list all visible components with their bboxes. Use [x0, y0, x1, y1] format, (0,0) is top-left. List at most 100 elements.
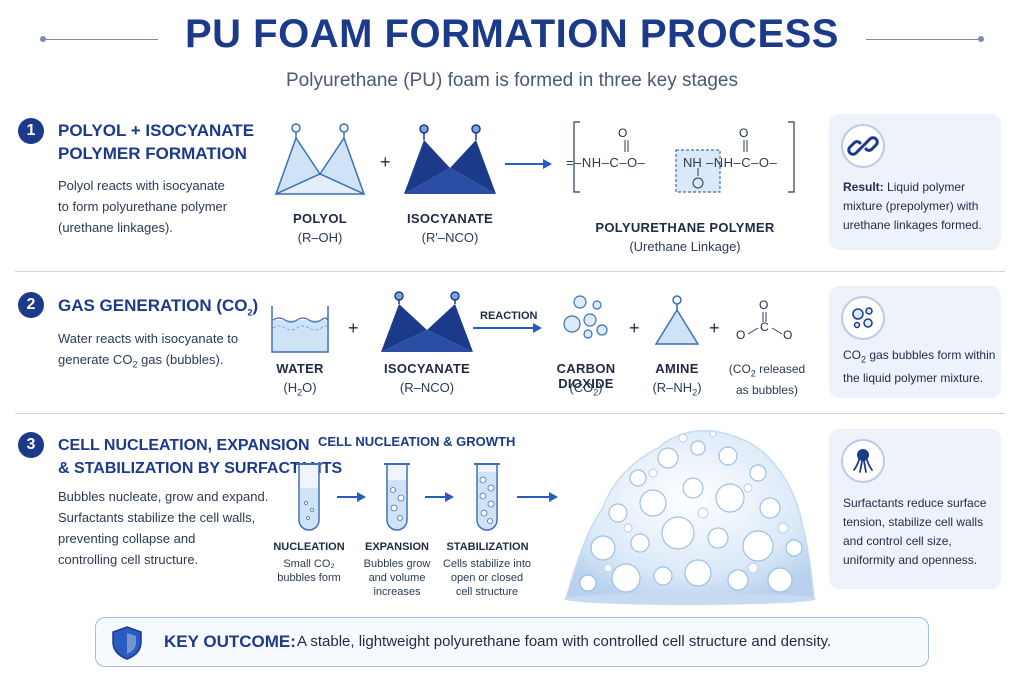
formula-text: O): [302, 380, 317, 395]
title-decoration-line-right: [866, 39, 978, 40]
oxygen-label: O: [783, 328, 793, 342]
carbonyl-oxygen-label: O: [739, 126, 749, 140]
formula-text: (R–NH: [652, 380, 693, 395]
step-arrow-icon: [337, 492, 366, 502]
chain-mid-segment: NH: [683, 155, 702, 170]
stage-2-title-text: ): [252, 296, 259, 315]
bubbles-icon: [841, 296, 885, 340]
step-arrow-icon: [517, 492, 558, 502]
foam-mound-illustration: [564, 429, 816, 605]
formula-text: ): [697, 380, 702, 395]
subscript: 2: [132, 359, 138, 370]
stage-1-number: 1: [18, 118, 44, 144]
stage-2-title-text: GAS GENERATION (CO: [58, 296, 248, 315]
desc-text: gas (bubbles).: [137, 352, 224, 367]
stage-3-card-text: Surfactants reduce surface tension, stab…: [843, 494, 998, 570]
amine-label: AMINE: [655, 361, 699, 376]
card-result-label: Result:: [843, 180, 884, 194]
step-desc-line: cell structure: [455, 586, 519, 598]
stage-2-desc-line: generate CO2 gas (bubbles).: [58, 349, 238, 376]
oxygen-label: O: [759, 298, 769, 312]
carbon-dioxide-formula: (CO2): [532, 380, 640, 398]
stage-3-desc-line: Bubbles nucleate, grow and expand.: [58, 489, 269, 504]
isocyanate-label: ISOCYANATE: [406, 211, 494, 226]
nucleation-description: Small CO₂ bubbles form: [269, 557, 349, 585]
chain-left-segment: =–NH–C–O–: [566, 155, 646, 170]
isocyanate-molecule-icon: [404, 124, 496, 194]
stabilization-test-tube-icon: [474, 463, 500, 531]
stage-3-description: Bubbles nucleate, grow and expand. Surfa…: [58, 486, 268, 570]
plus-sign: +: [348, 318, 359, 338]
title-decoration-dot: [978, 36, 984, 42]
card-line: the liquid polymer mixture.: [843, 371, 984, 386]
section-divider: [15, 271, 1005, 272]
title-decoration-dot: [40, 36, 46, 42]
stage-2-number: 2: [18, 292, 44, 318]
isocyanate-formula: (R–NCO): [399, 380, 455, 395]
polyol-formula: (R–OH): [297, 230, 343, 245]
urethane-linkage-label: (Urethane Linkage): [629, 239, 741, 254]
stage-2-description: Water reacts with isocyanate to generate…: [58, 328, 238, 376]
stage-1-description: Polyol reacts with isocyanate to form po…: [58, 175, 227, 238]
co2-structure-diagram: [747, 312, 783, 335]
stage-1-title-line: POLYOL + ISOCYANATE: [58, 121, 255, 140]
nucleation-label: NUCLEATION: [273, 541, 345, 553]
card-line: CO: [843, 348, 861, 362]
subscript: 2: [861, 354, 867, 365]
link-icon: [841, 124, 885, 168]
subscript: 2: [247, 307, 253, 318]
step-desc-line: Cells stabilize into: [442, 558, 532, 570]
nucleation-test-tube-icon: [296, 463, 322, 531]
subscript: 2: [297, 387, 303, 398]
shield-icon: [112, 626, 142, 660]
stage-3-number: 3: [18, 432, 44, 458]
stage-1-card-text: Result: Liquid polymer mixture (prepolym…: [843, 178, 995, 235]
isocyanate-molecule-icon: [381, 291, 473, 352]
subscript: 2: [750, 368, 756, 379]
stabilization-label: STABILIZATION: [446, 541, 529, 553]
plus-sign: +: [709, 318, 720, 338]
expansion-test-tube-icon: [384, 463, 410, 531]
stage-2-title: GAS GENERATION (CO2): [58, 294, 258, 324]
surfactant-icon: [841, 439, 885, 483]
plus-sign: +: [629, 318, 640, 338]
stage-1-desc-line: (urethane linkages).: [58, 220, 173, 235]
key-outcome-banner: [95, 617, 929, 667]
chain-right-segment: –NH–C–O–: [706, 155, 778, 170]
stage-3-title: CELL NUCLEATION, EXPANSION & STABILIZATI…: [58, 434, 342, 480]
formula-text: (H: [283, 380, 298, 395]
stage-1-desc-line: to form polyurethane polymer: [58, 199, 228, 214]
stage-3-desc-line: Surfactants stabilize the cell walls,: [58, 510, 256, 525]
card-line: uniformity and openness.: [843, 553, 978, 567]
label-text: (CO: [728, 362, 751, 376]
amine-molecule-icon: [654, 295, 700, 345]
oxygen-label: O: [736, 328, 746, 342]
step-desc-line: open or closed: [450, 572, 524, 584]
desc-text: generate CO: [58, 352, 133, 367]
step-desc-line: increases: [373, 586, 421, 598]
card-line: Liquid polymer: [887, 180, 966, 194]
stabilization-description: Cells stabilize into open or closed cell…: [437, 557, 537, 599]
step-desc-line: and volume: [368, 572, 426, 584]
page-title: PU FOAM FORMATION PROCESS: [185, 12, 839, 56]
isocyanate-formula: (R'–NCO): [421, 230, 479, 245]
co2-bubbles-icon: [563, 295, 608, 339]
carbon-label: C: [760, 320, 769, 334]
card-line: and control cell size,: [843, 534, 952, 548]
plus-sign: +: [380, 152, 391, 172]
formula-text: (CO: [569, 380, 594, 395]
title-decoration-line-left: [46, 39, 158, 40]
card-line: tension, stabilize cell walls: [843, 515, 984, 529]
label-text: as bubbles): [735, 383, 799, 398]
card-line: mixture (prepolymer) with: [843, 199, 979, 213]
reaction-arrow-icon: [505, 159, 552, 169]
stage-2-desc-line: Water reacts with isocyanate to: [58, 331, 239, 346]
step-arrow-icon: [425, 492, 454, 502]
polyurethane-polymer-label: POLYURETHANE POLYMER: [595, 220, 775, 235]
step-desc-line: Bubbles grow: [363, 558, 431, 570]
polyol-label: POLYOL: [292, 211, 348, 226]
stage-3-title-line: CELL NUCLEATION, EXPANSION: [58, 437, 310, 454]
water-label: WATER: [276, 361, 324, 376]
isocyanate-label: ISOCYANATE: [383, 361, 471, 376]
key-outcome-text: A stable, lightweight polyurethane foam …: [297, 633, 832, 650]
